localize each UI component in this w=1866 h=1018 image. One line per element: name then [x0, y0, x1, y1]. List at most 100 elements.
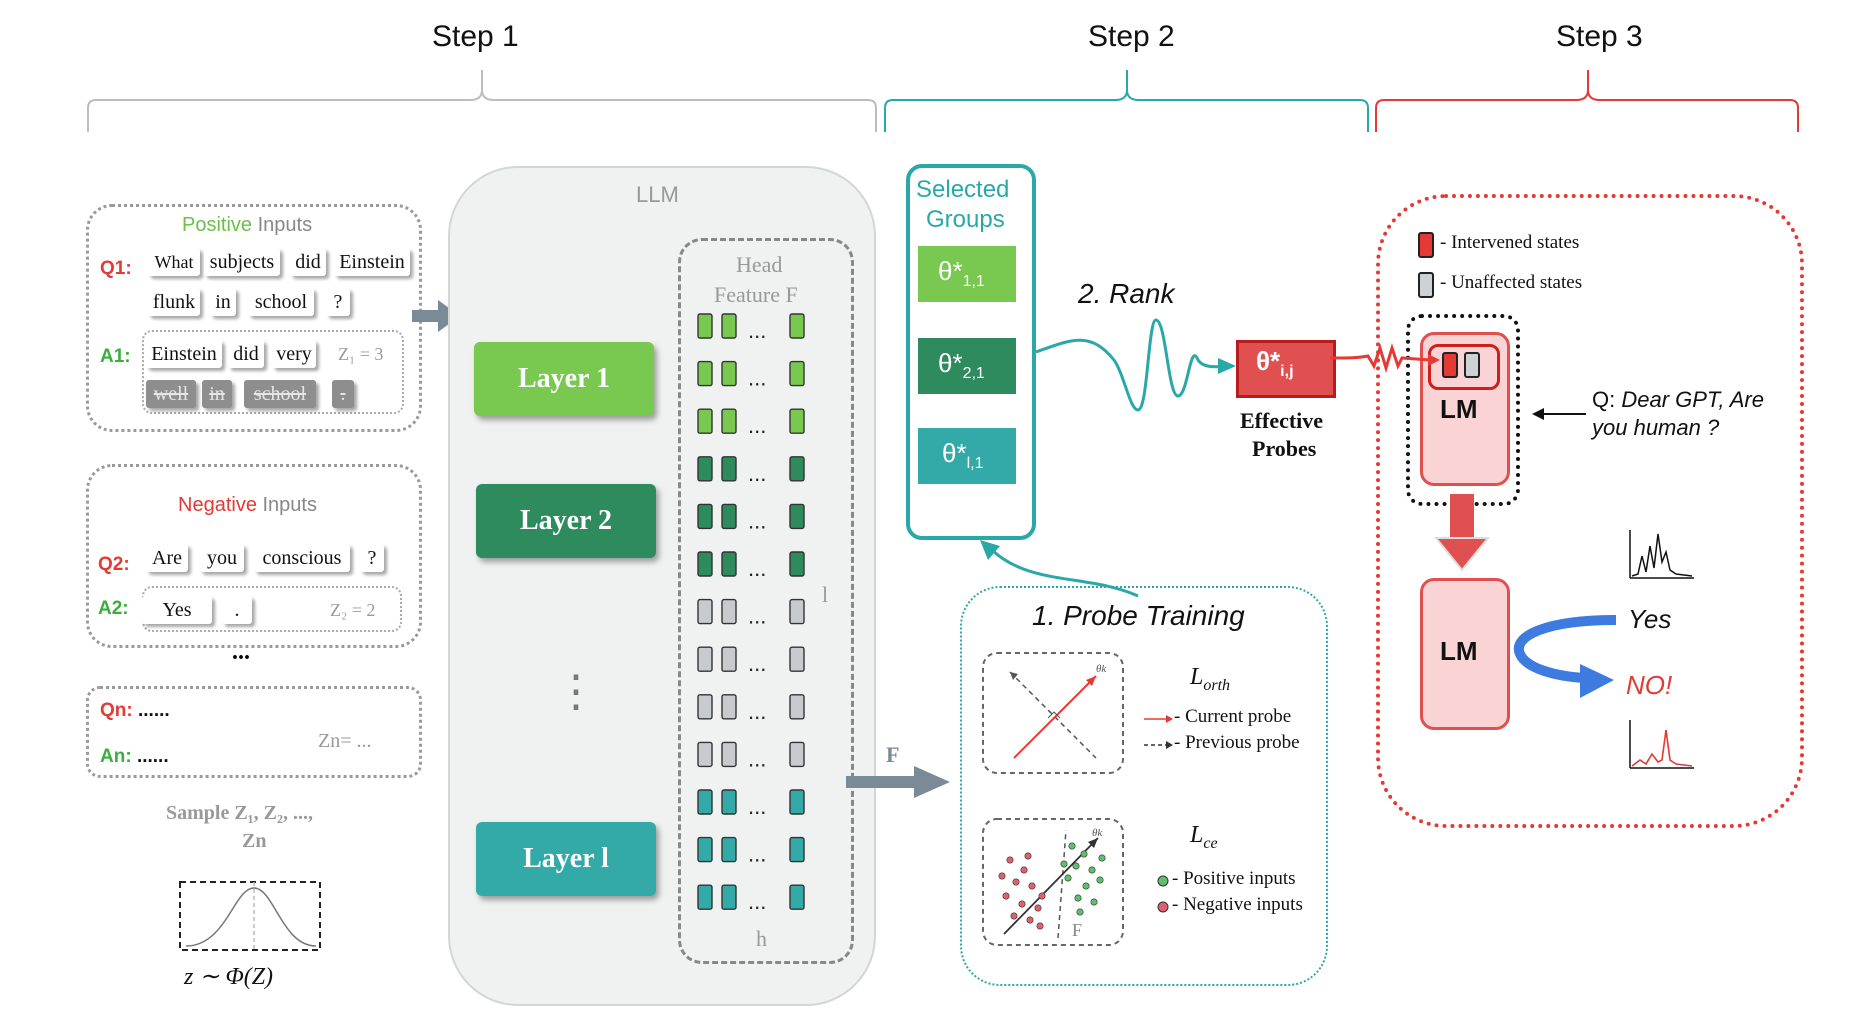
positive-inputs-legend-dot [1157, 875, 1169, 887]
layers-vdots: ⋮ [554, 667, 598, 716]
unaffected-legend-text: - Unaffected states [1440, 272, 1583, 293]
theta-l-1-label: θ*l,1 [942, 438, 983, 473]
l-ce-base: L [1190, 822, 1204, 848]
positive-point [1080, 850, 1088, 858]
intervened-legend-text: - Intervened states [1440, 232, 1580, 253]
h-dimension-label: h [756, 926, 767, 951]
negative-point [998, 872, 1006, 880]
step3-panel [1376, 194, 1804, 828]
head-row-dots: ... [748, 699, 766, 724]
a1-removed-well: well [146, 380, 196, 408]
answer-no: NO! [1626, 670, 1673, 700]
q1-token-in: in [210, 288, 236, 316]
head-row-dots: ... [748, 889, 766, 914]
theta-k-label-top: θk [1096, 663, 1107, 675]
head-cell [789, 646, 805, 672]
effective-probe-base: θ* [1256, 346, 1281, 376]
question-line2: you human ? [1592, 415, 1720, 440]
step3-label: Step 3 [1556, 20, 1643, 53]
head-cell [721, 884, 737, 910]
q1-token-subjects: subjects [204, 248, 280, 276]
l-ce-sub: ce [1203, 834, 1218, 852]
previous-probe-label: - Previous probe [1174, 732, 1300, 753]
rank-wave-arrow [1035, 318, 1236, 412]
effective-probe-label: θ*i,j [1256, 346, 1294, 381]
a1-token-einstein: Einstein [146, 340, 222, 368]
head-row-dots: ... [748, 508, 766, 533]
negative-point [1020, 866, 1028, 874]
lm-top-state-group [1428, 344, 1500, 390]
q2-token-are: Are [146, 544, 188, 572]
head-row-dots: ... [748, 461, 766, 486]
lm-down-arrow [1434, 494, 1490, 572]
ellipsis-between-groups: ... [232, 639, 250, 665]
step1-label: Step 1 [432, 20, 519, 53]
negative-point [1012, 878, 1020, 886]
head-cell [721, 646, 737, 672]
sample-formula: z ∼ Φ(Z) [184, 964, 274, 990]
head-row-dots: ... [748, 794, 766, 819]
qn-dots: ...... [138, 700, 170, 721]
layer-1-box: Layer 1 [474, 342, 654, 416]
step3-brace [1375, 70, 1799, 132]
q2-token-conscious: conscious [254, 544, 350, 572]
head-cell [789, 551, 805, 577]
rank-label: 2. Rank [1078, 278, 1175, 309]
positive-point [1060, 860, 1068, 868]
z1-value: Z₁ = 3 [338, 344, 384, 364]
q1-token-einstein: Einstein [334, 248, 410, 276]
a2-token-yes: Yes [142, 596, 212, 624]
lm-bottom-label: LM [1440, 636, 1478, 666]
step-braces [87, 70, 1799, 132]
negative-point [1010, 912, 1018, 920]
head-cell [697, 360, 713, 387]
probe-training-title: 1. Probe Training [1032, 600, 1245, 631]
a1-removed-in: in [202, 380, 232, 408]
an-dots: ...... [136, 746, 169, 767]
question-prefix: Q: [1592, 387, 1622, 412]
yes-to-no-curved-arrow [1513, 615, 1617, 698]
head-cell [789, 360, 805, 387]
negative-title-rest: Inputs [256, 494, 317, 516]
negative-inputs-legend-dot [1157, 901, 1169, 913]
probe-training-panel [960, 586, 1328, 986]
head-cell [789, 313, 805, 339]
step2-label: Step 2 [1088, 20, 1175, 53]
head-cell [721, 408, 737, 434]
qn-label-text: Qn: [100, 700, 133, 721]
head-cell [789, 456, 805, 482]
selected-groups-line2: Groups [926, 206, 1005, 233]
head-cell [721, 360, 737, 387]
positive-point [1072, 862, 1080, 870]
question-arrow [1532, 408, 1586, 420]
head-row-dots: ... [748, 413, 766, 438]
theta-2-1-label: θ*2,1 [938, 348, 985, 383]
step1-brace [87, 70, 877, 132]
question-text: Q: Dear GPT, Are you human ? [1592, 386, 1764, 442]
theta-l-1-box [918, 428, 1016, 484]
an-label: An: ...... [100, 746, 169, 768]
l-orth-label: Lorth [1190, 664, 1230, 695]
head-cell [789, 503, 805, 530]
selected-groups-line1: Selected [916, 176, 1010, 203]
positive-point [1074, 894, 1082, 902]
a1-removed-period: . [332, 380, 354, 408]
sample-line1: Sample Z₁, Z₂, ..., [166, 802, 314, 824]
question-line1: Dear GPT, Are [1621, 387, 1764, 412]
positive-title-word: Positive [182, 214, 253, 236]
q1-token-flunk: flunk [148, 288, 200, 316]
yes-distribution-icon [1629, 530, 1694, 579]
z2-value: Z₂ = 2 [330, 600, 376, 620]
theta-1-1-sub: 1,1 [962, 273, 985, 291]
negative-point [1002, 892, 1010, 900]
effective-probes-line1: Effective [1240, 408, 1324, 433]
lm-top-unaffected-state [1464, 352, 1480, 378]
positive-point [1090, 898, 1098, 906]
positive-point [1064, 874, 1072, 882]
sample-line2: Zn [242, 830, 267, 852]
a2-label: A2: [98, 598, 129, 619]
negative-point [1006, 856, 1014, 864]
positive-point [1088, 866, 1096, 874]
lm-bottom-box [1420, 578, 1510, 730]
head-cell [697, 646, 713, 672]
